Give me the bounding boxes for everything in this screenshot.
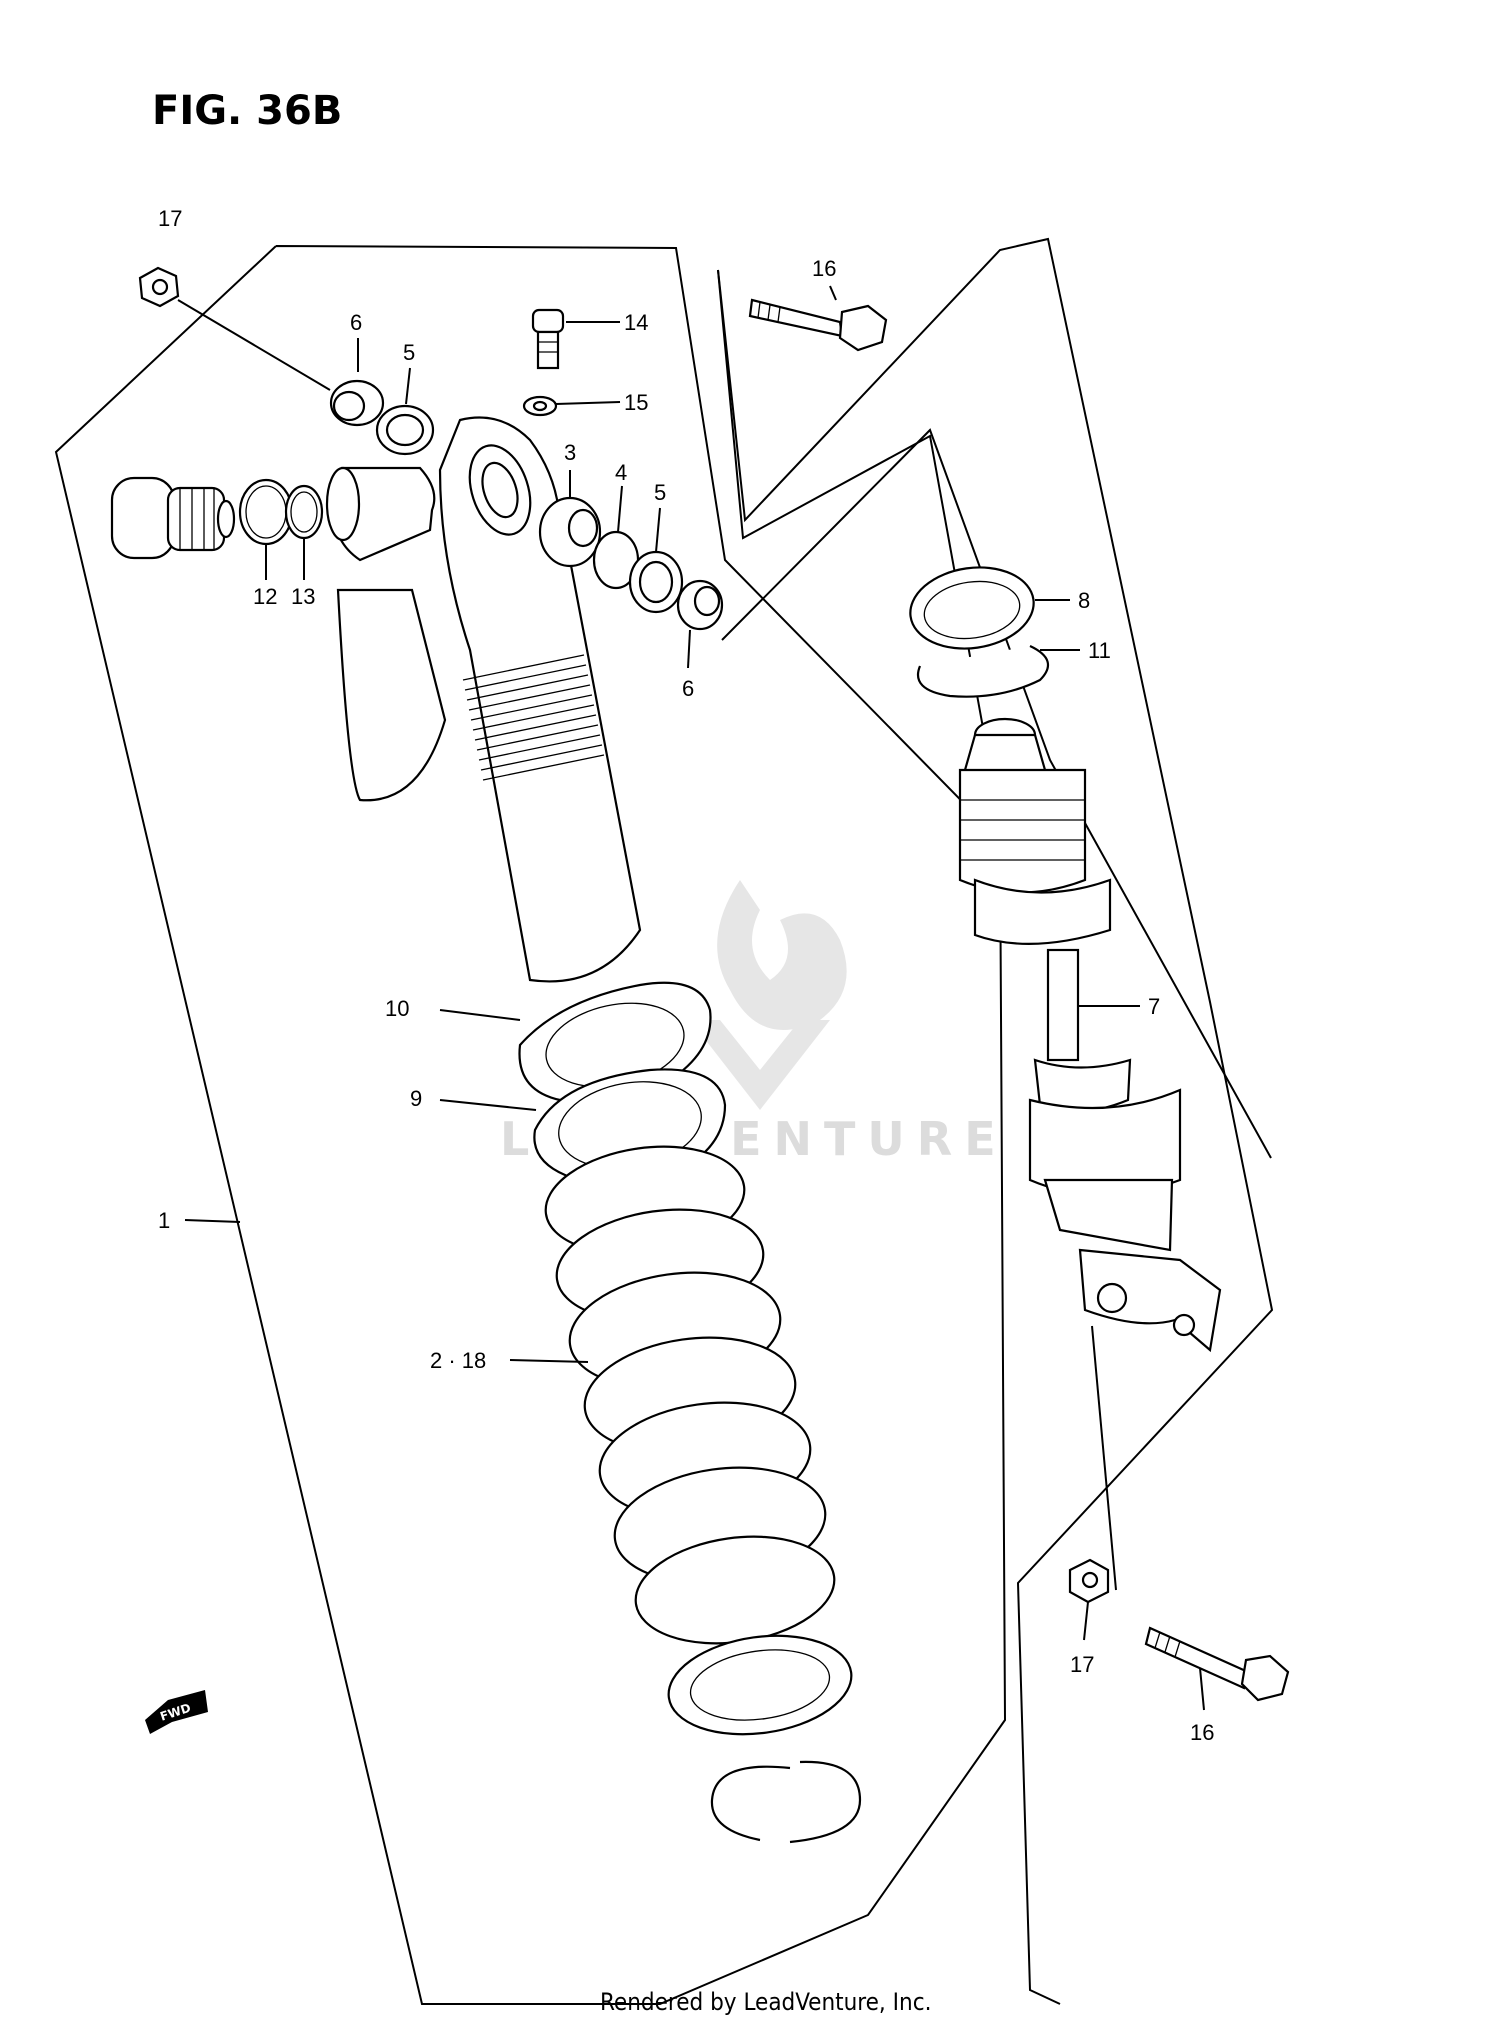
part-16-bolt-bottom: [1144, 1626, 1290, 1702]
callout-labels: 17 6 5 14 15 3 4 5 6 16 12 13 8 11 7 10 …: [158, 206, 1214, 1745]
part-14-bolt: [531, 308, 565, 370]
callout-9: 9: [410, 1086, 422, 1111]
part-16-bolt-top: [748, 298, 888, 352]
part-15-washer: [522, 395, 558, 417]
callout-6-top: 6: [350, 310, 362, 335]
footer-credit: Rendered by LeadVenture, Inc.: [600, 1988, 931, 2016]
threaded-section: [462, 654, 605, 781]
part-6-collar-right: [676, 579, 724, 631]
part-12-o-ring: [238, 478, 294, 546]
callout-1: 1: [158, 1208, 170, 1233]
callout-16-bottom: 16: [1190, 1720, 1214, 1745]
callout-5-right: 5: [654, 480, 666, 505]
callout-14: 14: [624, 310, 648, 335]
callout-4: 4: [615, 460, 627, 485]
reservoir-cap: [110, 476, 236, 560]
part-13-ring: [284, 484, 324, 540]
callout-8: 8: [1078, 588, 1090, 613]
leader-lines: [177, 285, 1205, 1711]
callout-5-top: 5: [403, 340, 415, 365]
callout-11: 11: [1088, 638, 1111, 663]
part-8-ring: [909, 566, 1035, 650]
callout-2-18: 2 · 18: [430, 1348, 486, 1373]
callout-13: 13: [291, 584, 315, 609]
fwd-direction-marker: FWD: [145, 1690, 208, 1734]
callout-12: 12: [253, 584, 277, 609]
callout-10: 10: [385, 996, 409, 1021]
callout-16-top: 16: [812, 256, 836, 281]
part-5-seal-top: [375, 404, 435, 456]
part-11-clip: [917, 645, 1050, 698]
figure-title: FIG. 36B: [152, 88, 342, 134]
callout-15: 15: [624, 390, 648, 415]
callout-3: 3: [564, 440, 576, 465]
callout-7: 7: [1148, 994, 1160, 1019]
part-3-bushing: [538, 496, 602, 568]
part-17-nut-bottom: [1068, 1558, 1110, 1604]
callout-6-right: 6: [682, 676, 694, 701]
part-7-damper: [958, 717, 1222, 1353]
callout-17-top: 17: [158, 206, 182, 231]
part-17-nut-top: [138, 266, 180, 308]
callout-17-bottom: 17: [1070, 1652, 1094, 1677]
part-1-shock-body: [325, 416, 642, 983]
part-2-spring: [544, 1145, 853, 1736]
part-6-collar-top: [329, 379, 385, 427]
part-5-seal-right: [628, 550, 684, 614]
spring-clip: [710, 1760, 862, 1844]
